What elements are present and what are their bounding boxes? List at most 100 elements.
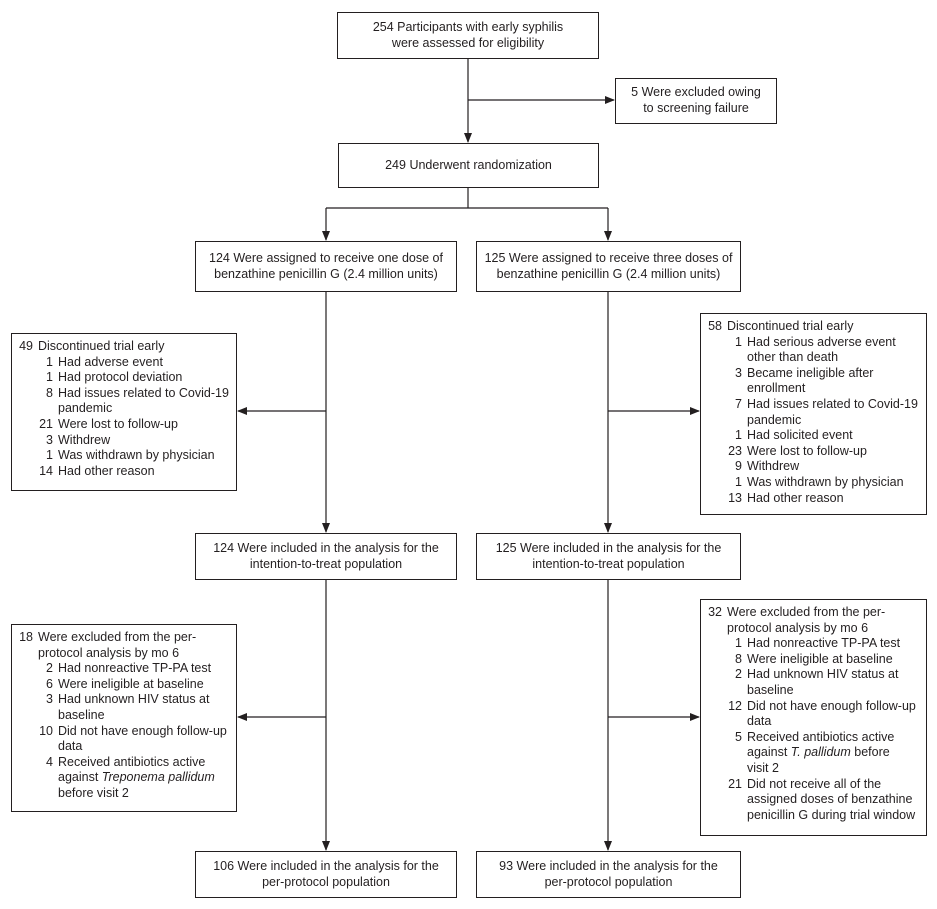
count: 9 [735, 459, 742, 474]
reason-text: against T. pallidum before [742, 745, 890, 761]
reason-text: Had solicited event [747, 428, 853, 443]
reason-text: Were excluded from the per- [38, 630, 197, 644]
one-dose-pp-excluded-box: 18 Were excluded from the per-protocol an… [11, 624, 237, 812]
list-item: data [705, 714, 922, 730]
reason-text: pandemic [747, 412, 802, 427]
reason-text: Withdrew [58, 432, 111, 447]
list-item: before visit 2 [16, 786, 232, 802]
assessed-line: 254 Participants with early syphilis [372, 19, 564, 34]
reason-text: before visit 2 [58, 785, 129, 800]
list-item: 13 Had other reason [705, 491, 922, 507]
list-item: 3 Had unknown HIV status at [16, 692, 232, 708]
count: 10 [39, 723, 53, 738]
reason-text: data [58, 739, 83, 754]
list-item: baseline [16, 708, 232, 724]
reason-text-part: against [747, 745, 791, 760]
exclusion-header-line: protocol analysis by mo 6 [705, 621, 922, 637]
three-doses-itt-box: 125 Were included in the analysis for th… [476, 533, 741, 580]
three-doses-pp-box: 93 Were included in the analysis for the… [476, 851, 741, 898]
count: 12 [728, 698, 742, 713]
list-item: against T. pallidum before [705, 745, 922, 761]
reason-text: Withdrew [747, 459, 800, 474]
organism-name: T. pallidum [790, 745, 851, 760]
list-item: data [16, 739, 232, 755]
exclusion-header-line: 18 Were excluded from the per- [16, 630, 232, 646]
one-dose-itt-line: intention-to-treat population [249, 556, 403, 571]
reason-text: against Treponema pallidum [53, 770, 215, 786]
one-dose-assigned-line: 124 Were assigned to receive one dose of [209, 250, 443, 265]
count: 21 [39, 416, 53, 431]
reason-text: Had other reason [747, 490, 844, 505]
reason-text-part: before [850, 745, 890, 760]
reason-text: Was withdrawn by physician [747, 474, 904, 489]
reason-text: protocol analysis by mo 6 [38, 645, 180, 660]
reason-text: Were ineligible at baseline [58, 676, 204, 691]
organism-name: Treponema pallidum [101, 770, 215, 785]
reason-text-part: against [58, 770, 102, 785]
one-dose-pp-line: per-protocol population [262, 874, 390, 889]
reason-text: assigned doses of benzathine [747, 792, 913, 807]
one-dose-itt-line: 124 Were included in the analysis for th… [213, 540, 439, 555]
one-dose-itt-box: 124 Were included in the analysis for th… [195, 533, 457, 580]
count: 32 [708, 605, 722, 619]
reason-text: Received antibiotics active [58, 754, 206, 769]
three-doses-pp-line: per-protocol population [544, 874, 673, 889]
reason-text: Had unknown HIV status at [58, 692, 210, 707]
list-item: pandemic [705, 413, 922, 429]
three-doses-assigned-line: 125 Were assigned to receive three doses… [484, 250, 733, 265]
one-dose-pp-line: 106 Were included in the analysis for th… [213, 858, 439, 873]
count: 3 [735, 365, 742, 380]
reason-text: baseline [58, 707, 105, 722]
count: 1 [735, 334, 742, 349]
three-doses-pp-excluded-box: 32 Were excluded from the per-protocol an… [700, 599, 927, 836]
reason-text: Had issues related to Covid-19 [58, 385, 229, 400]
reason-text: Had nonreactive TP-PA test [58, 661, 212, 676]
assessed-box: 254 Participants with early syphilis wer… [337, 12, 599, 59]
list-item: 9 Withdrew [705, 459, 922, 475]
reason-text: Were lost to follow-up [58, 416, 178, 431]
list-item: visit 2 [705, 761, 922, 777]
count: 14 [39, 463, 53, 478]
count: 3 [46, 692, 53, 707]
three-doses-assigned-box: 125 Were assigned to receive three doses… [476, 241, 741, 292]
reason-text: Had issues related to Covid-19 [747, 396, 918, 411]
count: 23 [728, 443, 742, 458]
count: 18 [19, 630, 33, 644]
reason-text: Had unknown HIV status at [747, 667, 899, 682]
list-item: 3 Withdrew [16, 433, 232, 449]
count: 13 [728, 490, 742, 505]
exclusion-header-line: protocol analysis by mo 6 [16, 646, 232, 662]
reason-text: Were lost to follow-up [747, 443, 867, 458]
count: 3 [46, 432, 53, 447]
reason-text: protocol analysis by mo 6 [727, 620, 869, 635]
count: 2 [735, 667, 742, 682]
list-item: against Treponema pallidum [16, 770, 232, 786]
assessed-line: were assessed for eligibility [391, 35, 545, 50]
reason-text: Were excluded from the per- [727, 605, 886, 619]
count: 5 [735, 729, 742, 744]
screening-excluded-line: 5 Were excluded owing [631, 85, 761, 100]
count: 7 [735, 396, 742, 411]
reason-text: Did not have enough follow-up [747, 698, 916, 713]
three-doses-pp-excluded-header: 32 Were excluded from the per-protocol an… [705, 605, 922, 636]
count: 8 [735, 651, 742, 666]
count: 1 [735, 636, 742, 651]
count: 1 [735, 428, 742, 443]
reason-text: Had other reason [58, 463, 155, 478]
count: 21 [728, 776, 742, 791]
three-doses-discontinued-header: 58 Discontinued trial early [708, 319, 854, 333]
